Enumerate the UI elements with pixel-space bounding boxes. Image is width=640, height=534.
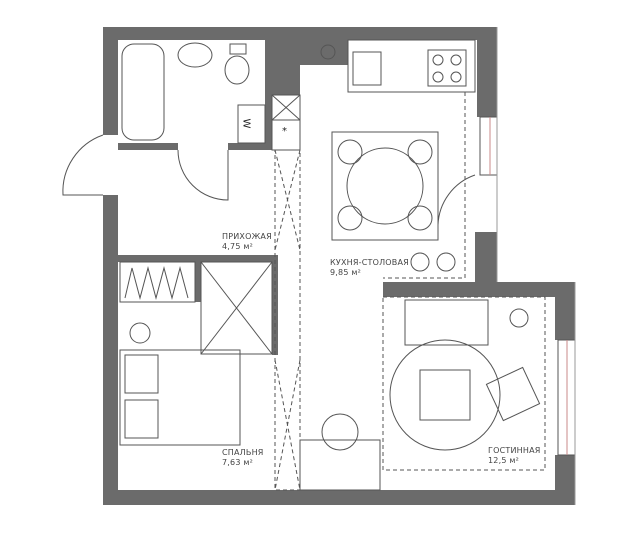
hob bbox=[427, 49, 467, 87]
washing-machine bbox=[320, 44, 336, 60]
room-living: ГОСТИННАЯ 12,5 м² bbox=[488, 446, 541, 466]
room-area: 12,5 м² bbox=[488, 456, 519, 465]
armchair bbox=[485, 366, 541, 422]
room-kitchen: КУХНЯ-СТОЛОВАЯ 9,85 м² bbox=[330, 258, 409, 278]
room-area: 7,63 м² bbox=[222, 458, 253, 467]
sofa bbox=[404, 299, 489, 346]
room-name: ПРИХОЖАЯ bbox=[222, 232, 272, 241]
kitchen-door bbox=[437, 174, 476, 226]
hall-wardrobe bbox=[119, 261, 196, 303]
dashed-lines bbox=[274, 92, 546, 491]
room-area: 4,75 м² bbox=[222, 242, 253, 251]
windows bbox=[479, 27, 576, 505]
rug bbox=[331, 131, 439, 241]
sink bbox=[177, 42, 213, 68]
room-name: СПАЛЬНЯ bbox=[222, 448, 264, 457]
coffee-table bbox=[419, 369, 471, 421]
bed bbox=[119, 349, 241, 446]
plant bbox=[436, 252, 456, 272]
kitchen-sink bbox=[352, 51, 382, 86]
round-rug bbox=[389, 339, 501, 451]
washer-label: W bbox=[240, 118, 252, 129]
room-name: КУХНЯ-СТОЛОВАЯ bbox=[330, 258, 409, 267]
kitchen-counter bbox=[347, 39, 476, 93]
bath-door bbox=[177, 149, 229, 201]
bathtub bbox=[121, 43, 165, 141]
room-name: ГОСТИННАЯ bbox=[488, 446, 541, 455]
toilet bbox=[224, 55, 250, 85]
desk-chair bbox=[321, 413, 359, 451]
entrance-door bbox=[62, 134, 104, 196]
shaft-label: * bbox=[282, 126, 287, 137]
dining-table bbox=[346, 147, 424, 225]
room-bedroom: СПАЛЬНЯ 7,63 м² bbox=[222, 448, 264, 468]
room-hallway: ПРИХОЖАЯ 4,75 м² bbox=[222, 232, 272, 252]
desk bbox=[299, 439, 381, 491]
plant bbox=[410, 252, 430, 272]
room-area: 9,85 м² bbox=[330, 268, 361, 277]
nightstand bbox=[129, 322, 151, 344]
plant bbox=[509, 308, 529, 328]
furniture bbox=[62, 39, 541, 491]
washer-box bbox=[237, 104, 266, 144]
wardrobe bbox=[200, 261, 273, 355]
